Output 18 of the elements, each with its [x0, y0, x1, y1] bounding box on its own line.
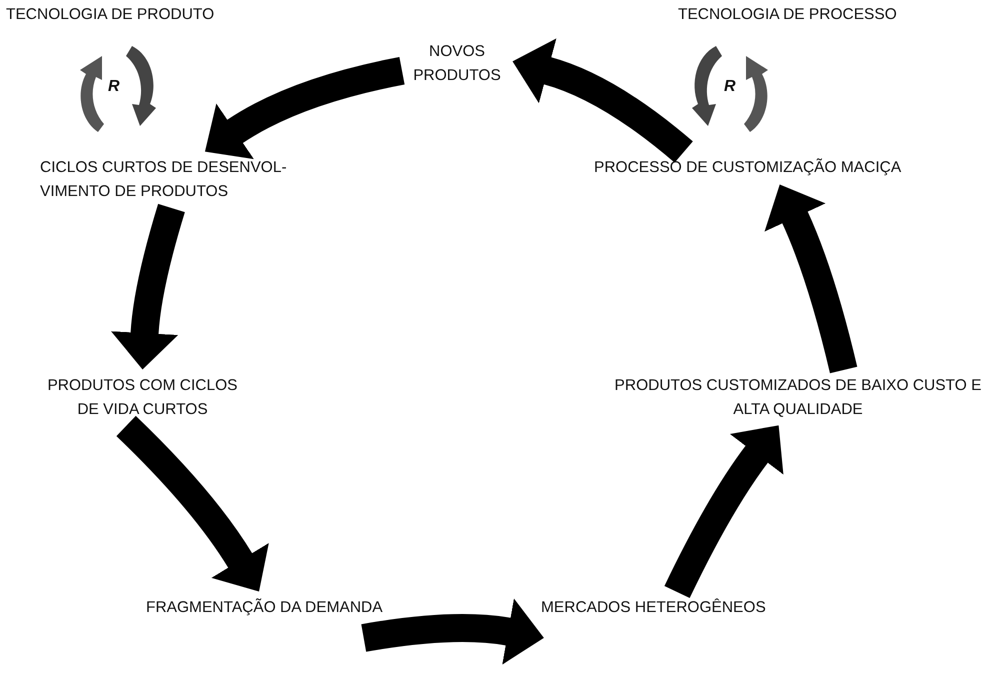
loop-label: R	[724, 78, 736, 96]
node-label: PRODUTOS CUSTOMIZADOS DE BAIXO CUSTO E ALTA QUALIDADE	[614, 377, 982, 418]
loop-label: R	[108, 78, 120, 96]
arrow	[116, 416, 269, 592]
node-label: PROCESSO DE CUSTOMIZAÇÃO MACIÇA	[594, 159, 902, 176]
heading: TECNOLOGIA DE PROCESSO	[678, 6, 897, 24]
arrow	[111, 204, 185, 370]
node-label: MERCADOS HETEROGÊNEOS	[541, 599, 766, 616]
heading: TECNOLOGIA DE PRODUTO	[6, 6, 214, 24]
arrow	[664, 425, 784, 598]
node-label: PRODUTOS COM CICLOS DE VIDA CURTOS	[47, 377, 238, 418]
arrow	[204, 57, 405, 160]
node-label: FRAGMENTAÇÃO DA DEMANDA	[146, 599, 383, 616]
node-label: NOVOS PRODUTOS	[413, 43, 501, 84]
arrow	[764, 184, 858, 374]
arrow	[512, 38, 693, 163]
node-label: CICLOS CURTOS DE DESENVOL- VIMENTO DE PRODUTOS	[40, 159, 287, 200]
arrow	[361, 598, 544, 665]
